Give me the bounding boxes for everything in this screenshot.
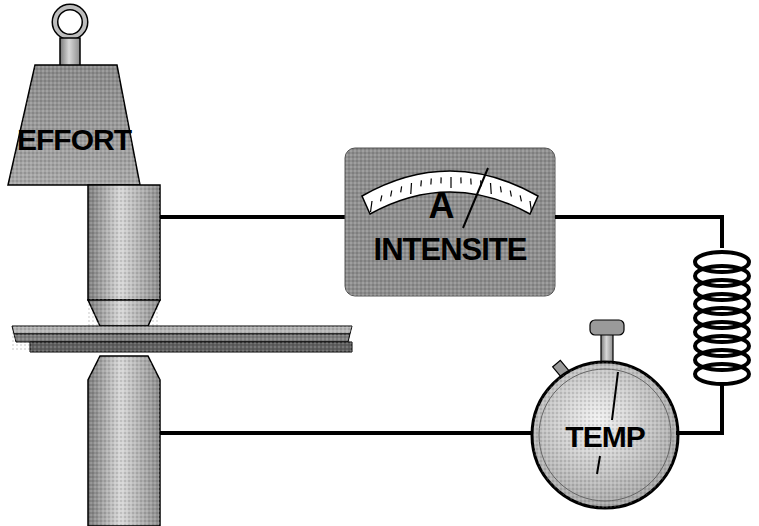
ammeter bbox=[345, 148, 555, 296]
ammeter-box: A INTENSITE bbox=[345, 148, 555, 296]
wire bbox=[160, 215, 346, 219]
inductor-coil bbox=[695, 252, 749, 384]
wire bbox=[160, 431, 533, 435]
stopwatch bbox=[532, 320, 678, 508]
metal-sheets bbox=[12, 326, 352, 352]
effort-weight bbox=[8, 65, 140, 185]
lifting-ring bbox=[55, 7, 85, 66]
intensity-text: INTENSITE bbox=[374, 234, 527, 265]
stopwatch-dial: TEMP bbox=[532, 362, 678, 508]
time-text: TEMP bbox=[565, 422, 644, 452]
ampere-symbol: A bbox=[429, 188, 454, 224]
upper-electrode bbox=[88, 185, 160, 326]
effort-weight-label: EFFORT bbox=[10, 65, 138, 185]
lower-electrode bbox=[88, 356, 160, 526]
effort-text: EFFORT bbox=[17, 125, 131, 155]
